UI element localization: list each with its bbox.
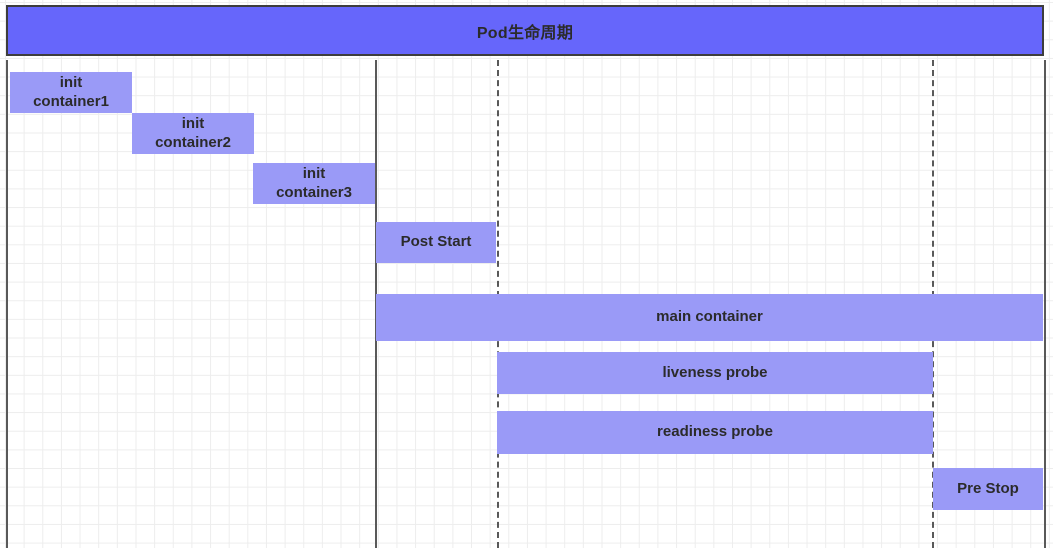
bar-label-init-container2: init container2 (155, 114, 231, 151)
page-title: Pod生命周期 (476, 24, 574, 42)
bar-label-post-start: Post Start (400, 233, 472, 251)
bar-init-container2: init container2 (132, 113, 254, 154)
bar-init-container3: init container3 (253, 163, 375, 204)
diagram-title-banner: Pod生命周期 (6, 5, 1044, 56)
guide-line-left-boundary (6, 60, 8, 548)
bar-label-liveness-probe: liveness probe (662, 363, 768, 381)
bar-post-start: Post Start (376, 222, 496, 263)
bar-pre-stop: Pre Stop (933, 468, 1043, 510)
guide-line-right-boundary (1044, 60, 1046, 548)
bar-label-init-container1: init container1 (33, 73, 109, 110)
bar-label-init-container3: init container3 (276, 164, 352, 201)
bar-main-container: main container (376, 294, 1043, 341)
bar-label-main-container: main container (656, 308, 763, 326)
bar-liveness-probe: liveness probe (497, 352, 933, 394)
bar-label-readiness-probe: readiness probe (657, 423, 773, 441)
bar-readiness-probe: readiness probe (497, 411, 933, 454)
bar-label-pre-stop: Pre Stop (957, 479, 1019, 497)
bar-init-container1: init container1 (10, 72, 132, 113)
